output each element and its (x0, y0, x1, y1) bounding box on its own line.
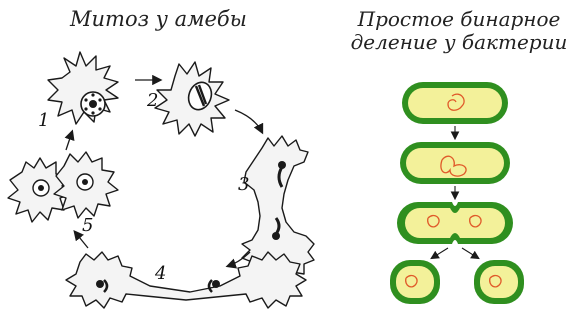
stage-label-5: 5 (82, 215, 93, 236)
amoeba-stage-4 (66, 252, 306, 308)
amoeba-stage-5 (8, 152, 118, 222)
stage-label-2: 2 (147, 90, 158, 111)
stage-label-4: 4 (155, 263, 166, 284)
amoeba-stage-1 (48, 52, 118, 124)
arrow-5-to-1 (66, 132, 72, 150)
stage-label-3: 3 (238, 174, 249, 195)
arrow-2-to-3 (235, 110, 262, 132)
bacterium-stage-3 (397, 202, 513, 244)
bacterium-daughter-right (474, 260, 524, 304)
stage-label-1: 1 (38, 110, 49, 131)
arrow-bacterium-3-to-right (462, 248, 478, 258)
bacterium-stage-2 (400, 142, 510, 184)
bacterium-daughter-left (390, 260, 440, 304)
amoeba-stage-2 (155, 62, 229, 136)
bacterium-stage-1 (402, 82, 508, 124)
arrow-bacterium-3-to-left (432, 248, 448, 258)
